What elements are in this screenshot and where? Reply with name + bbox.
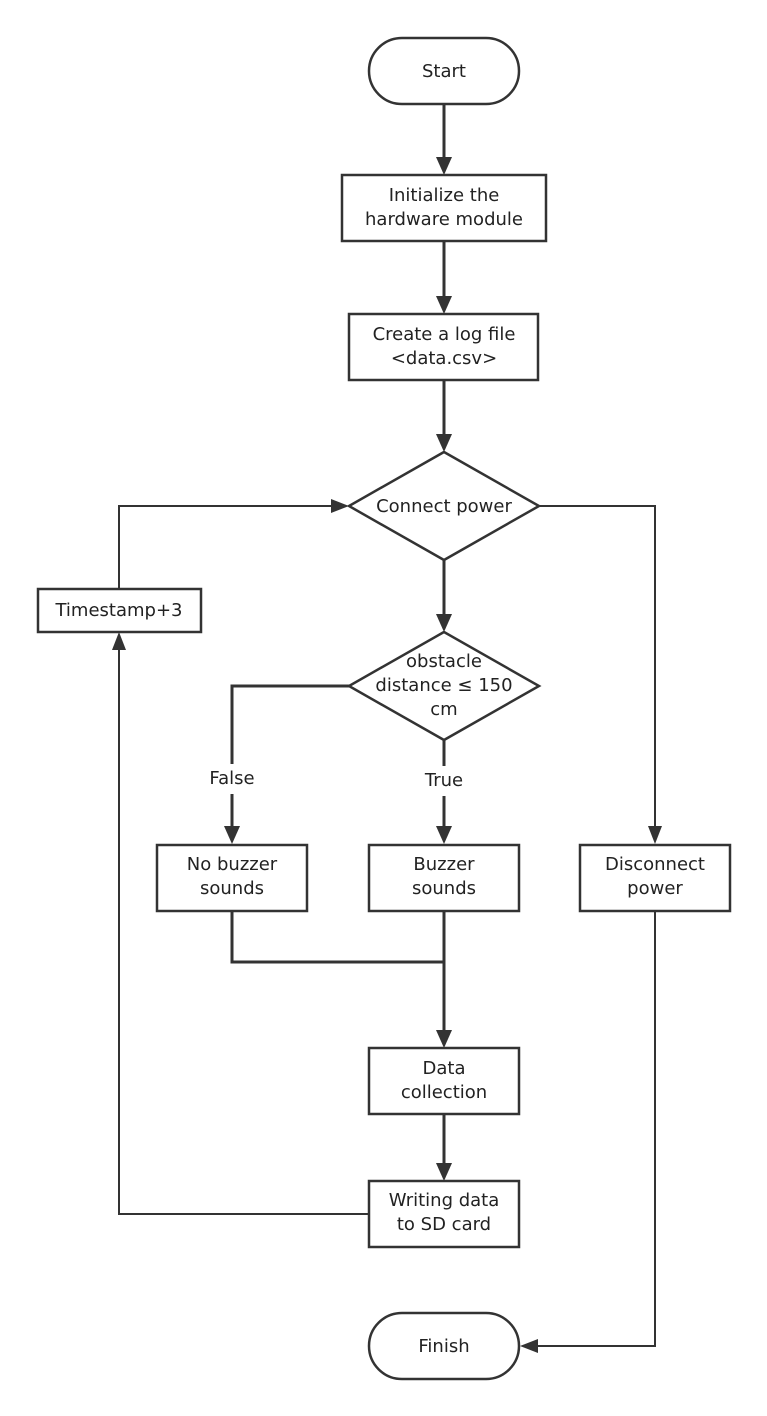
line-write-loop — [118, 644, 369, 1215]
node-text-line: hardware module — [365, 209, 523, 230]
timestamp-text: Timestamp+3 — [54, 600, 182, 621]
false-label: False — [209, 768, 254, 789]
line-timestamp-to-power — [118, 505, 337, 589]
line-disconnect-to-finish — [532, 911, 656, 1347]
init-node: Initialize the hardware module — [340, 173, 548, 243]
node-text-line: Initialize the — [389, 185, 500, 206]
node-text-line: collection — [401, 1082, 487, 1103]
node-text-line: cm — [430, 699, 457, 720]
node-text-line: obstacle — [406, 651, 482, 672]
arrowhead-finish — [520, 1339, 538, 1353]
line-no-buzzer-merge — [230, 911, 444, 964]
node-text-line: Disconnect — [605, 854, 705, 875]
start-node: Start — [367, 36, 521, 106]
true-label-bg — [416, 766, 472, 796]
line-obstacle-false — [230, 684, 349, 832]
node-text-line: Buzzer — [413, 854, 475, 875]
arrowhead-power — [436, 434, 452, 452]
arrowhead-collect — [436, 1030, 452, 1048]
node-text-line: Writing data — [389, 1190, 500, 1211]
arrowhead-buzzer — [436, 826, 452, 844]
collect-node: Data collection — [367, 1046, 521, 1116]
node-text-line: to SD card — [397, 1214, 491, 1235]
node-text-line: Timestamp+3 — [54, 600, 182, 621]
node-text-line: No buzzer — [187, 854, 278, 875]
arrowhead-no-buzzer — [224, 826, 240, 844]
log-text: Create a log file <data.csv> — [373, 324, 516, 369]
obstacle-text: obstacle distance ≤ 150 cm — [375, 651, 512, 720]
buzzer-node: Buzzer sounds — [367, 843, 521, 913]
connectors — [112, 104, 662, 1353]
node-text-line: sounds — [200, 878, 264, 899]
false-label-bg — [200, 764, 264, 794]
disconnect-node: Disconnect power — [578, 843, 732, 913]
node-text-line: Connect power — [376, 496, 512, 517]
node-text-line: Data — [423, 1058, 466, 1079]
buzzer-text: Buzzer sounds — [412, 854, 476, 899]
disconnect-text: Disconnect power — [605, 854, 705, 899]
arrowhead-obstacle — [436, 614, 452, 632]
node-text-line: Create a log file — [373, 324, 516, 345]
node-text-line: sounds — [412, 878, 476, 899]
no-buzzer-node: No buzzer sounds — [155, 843, 309, 913]
timestamp-node: Timestamp+3 — [36, 587, 203, 634]
true-label: True — [424, 770, 463, 791]
write-text: Writing data to SD card — [389, 1190, 500, 1235]
collect-text: Data collection — [401, 1058, 487, 1103]
arrow-power-to-disconnect — [539, 505, 656, 832]
power-text: Connect power — [376, 496, 512, 517]
arrowhead-write — [436, 1163, 452, 1181]
arrowhead-disconnect — [648, 826, 662, 844]
node-text-line: power — [627, 878, 683, 899]
arrowhead-timestamp — [112, 632, 126, 650]
log-node: Create a log file <data.csv> — [347, 312, 540, 382]
finish-text: Finish — [418, 1336, 469, 1357]
no-buzzer-text: No buzzer sounds — [187, 854, 278, 899]
init-text: Initialize the hardware module — [365, 185, 523, 230]
node-text-line: distance ≤ 150 — [375, 675, 512, 696]
node-text-line: Finish — [418, 1336, 469, 1357]
node-text-line: <data.csv> — [391, 348, 497, 369]
power-decision: Connect power — [346, 450, 542, 562]
arrowhead-power-loop — [331, 499, 349, 513]
arrowhead-log — [436, 296, 452, 314]
write-node: Writing data to SD card — [367, 1179, 521, 1249]
node-text-line: Start — [422, 61, 466, 82]
start-text: Start — [422, 61, 466, 82]
obstacle-decision: obstacle distance ≤ 150 cm — [346, 630, 542, 742]
finish-node: Finish — [367, 1311, 521, 1381]
arrowhead-init — [436, 157, 452, 175]
